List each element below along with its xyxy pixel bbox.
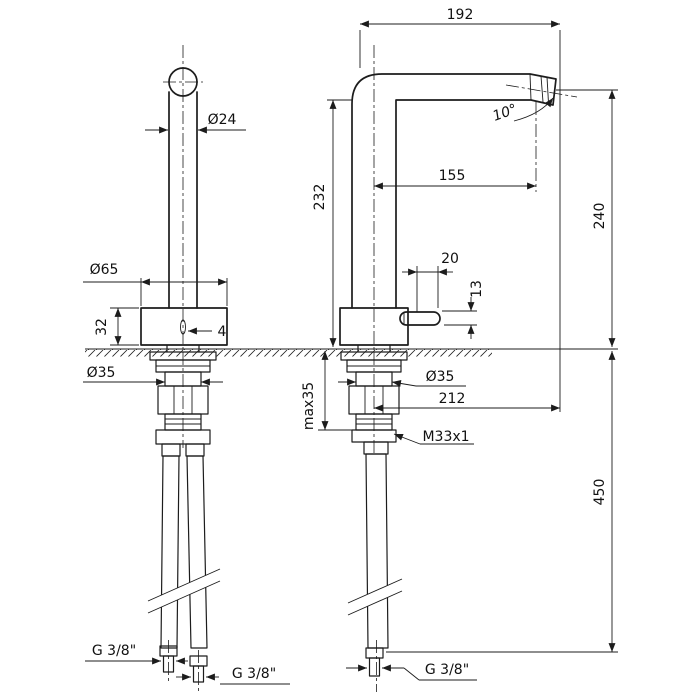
flex-hose-right <box>186 455 208 649</box>
dim-label-192: 192 <box>447 7 474 23</box>
front-hoses <box>147 455 221 683</box>
dim-label-10deg: 10° <box>491 101 520 125</box>
dimension-labels: 192 10° 155 232 240 Ø24 20 13 Ø65 32 4 Ø… <box>87 7 608 682</box>
side-base-body <box>339 307 409 346</box>
hose-fitting-right <box>185 443 205 457</box>
side-hose-end-nipple <box>368 657 381 677</box>
dim-label-450: 450 <box>592 479 608 506</box>
side-hose-fitting <box>363 441 389 455</box>
dim-label-232: 232 <box>312 184 328 211</box>
aerator-line-2 <box>546 76 549 104</box>
aerator-line-1 <box>540 75 544 103</box>
dim-label-max35: max35 <box>301 382 317 430</box>
dim-label-155: 155 <box>439 168 466 184</box>
dim-label-d65: Ø65 <box>90 262 119 278</box>
dim-label-212: 212 <box>439 391 466 407</box>
side-hose-break-gap <box>348 579 402 615</box>
dim-label-d35-left: Ø35 <box>87 365 116 381</box>
dim-label-4: 4 <box>218 324 227 340</box>
dim-label-g38-left-b: G 3/8" <box>232 666 276 682</box>
dim-label-m33x1: M33x1 <box>422 429 469 445</box>
flex-hose-left <box>160 455 180 649</box>
dim-label-d35-right: Ø35 <box>426 369 455 385</box>
side-flex-hose <box>365 453 389 649</box>
dim-label-d24: Ø24 <box>208 112 237 128</box>
hose-break-gap <box>148 569 220 613</box>
center-lines <box>163 45 578 694</box>
dim-label-240: 240 <box>592 203 608 230</box>
faucet-body-profile <box>351 73 557 309</box>
front-view <box>140 67 228 683</box>
dim-label-20: 20 <box>441 251 459 267</box>
dim-label-g38-left-a: G 3/8" <box>92 643 136 659</box>
dimension-lines <box>83 20 618 685</box>
dim-label-13: 13 <box>469 280 485 298</box>
counter-surface <box>85 348 618 357</box>
dim-label-g38-right: G 3/8" <box>425 662 469 678</box>
handle-lever <box>399 311 441 326</box>
tip-axis-line <box>505 84 578 98</box>
base-body <box>140 307 228 346</box>
dim-label-32: 32 <box>94 318 110 336</box>
side-hose-end-nut <box>365 647 384 659</box>
side-hose <box>347 453 403 677</box>
spout-tip-joint <box>529 73 532 101</box>
hose-fitting-left <box>161 443 181 457</box>
